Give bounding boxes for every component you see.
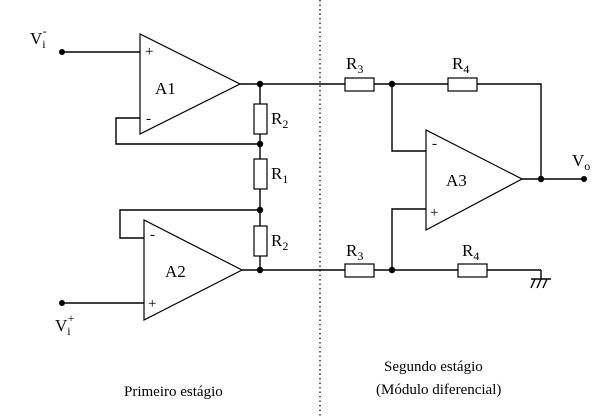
r4-bottom-label: R4 [462, 241, 479, 263]
r4-bottom-resistor [457, 263, 488, 278]
r2-bottom-resistor [253, 225, 268, 257]
ground-symbol [530, 270, 551, 289]
a1-feedback-wire [115, 117, 260, 145]
r2-top-resistor [253, 103, 268, 135]
opamp-a3-plus-pin: + [430, 205, 438, 221]
second-stage-caption-line2: (Módulo diferencial) [376, 382, 501, 398]
vo-label: Vo [572, 151, 590, 173]
node-a3-out [537, 175, 545, 183]
opamp-a2 [143, 219, 244, 321]
second-stage-caption-line1: Segundo estágio [384, 359, 483, 375]
opamp-a3-label: A3 [446, 171, 467, 190]
node-a1-out [256, 80, 264, 88]
a2-feedback-wire [119, 209, 260, 239]
r1-resistor [253, 158, 268, 190]
node-a3-noninverting [388, 266, 396, 274]
r3-bottom-label: R3 [346, 241, 363, 263]
opamp-a1-minus-pin: - [146, 111, 151, 127]
r3-top-resistor [344, 77, 375, 92]
vi-minus-label: Vi- [30, 24, 47, 51]
opamp-a1 [139, 33, 242, 135]
r3-bottom-resistor [344, 263, 375, 278]
r3-top-label: R3 [346, 54, 363, 76]
opamp-a2-plus-pin: + [148, 296, 156, 312]
r4-top-label: R4 [452, 54, 469, 76]
r4-feedback-wire [477, 83, 542, 179]
a3-inverting-wire [391, 84, 426, 152]
opamp-a1-plus-pin: + [145, 44, 153, 60]
vo-terminal [581, 176, 587, 182]
node-a1-feedback [256, 140, 264, 148]
vi-plus-label: Vi+ [55, 311, 75, 338]
opamp-a3 [425, 129, 524, 231]
r4-top-resistor [447, 77, 478, 92]
r1-label: R1 [271, 164, 288, 186]
a3-noninverting-wire [391, 208, 426, 270]
opamp-a1-label: A1 [155, 79, 176, 98]
opamp-a2-label: A2 [165, 262, 186, 281]
first-stage-caption: Primeiro estágio [124, 384, 223, 400]
opamp-a2-minus-pin: - [150, 227, 155, 243]
opamp-a3-minus-pin: - [432, 136, 437, 152]
r2-bottom-label: R2 [271, 231, 288, 253]
r2-top-label: R2 [271, 109, 288, 131]
